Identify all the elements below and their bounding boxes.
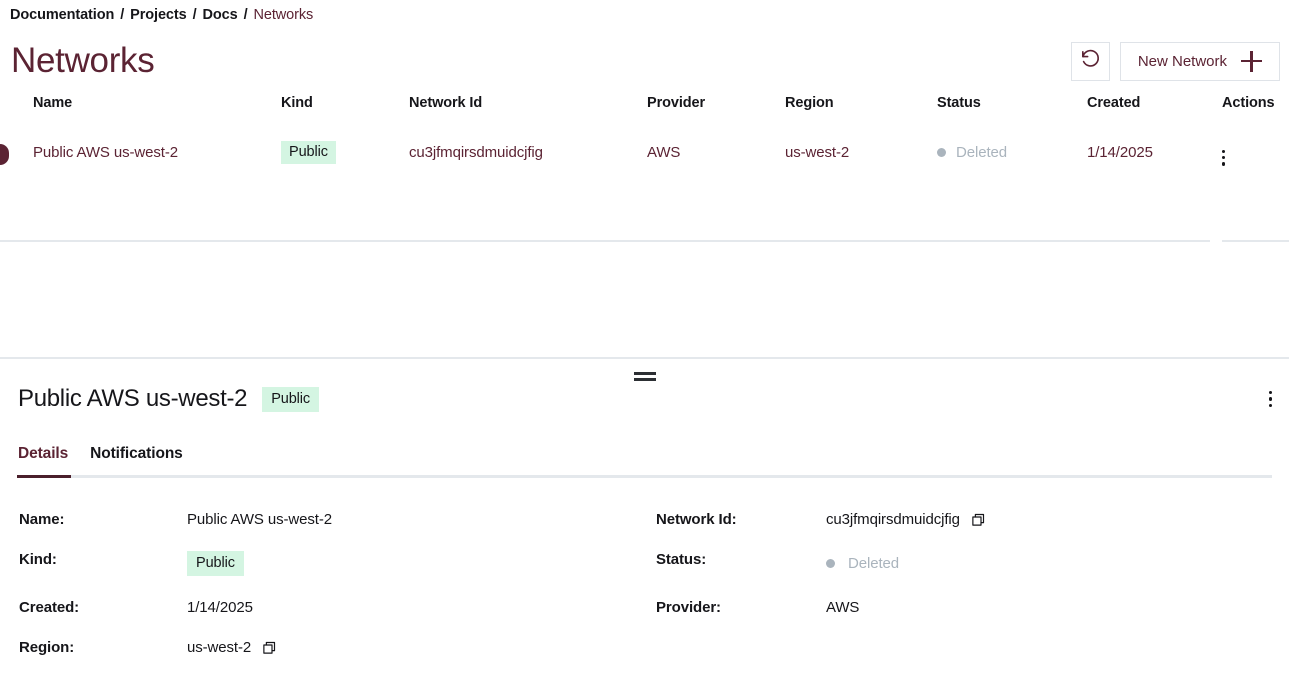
column-header-kind[interactable]: Kind — [281, 95, 313, 111]
status-badge: Deleted — [956, 144, 1008, 162]
column-header-created[interactable]: Created — [1087, 95, 1141, 111]
field-value-network-id-text: cu3jfmqirsdmuidcjfig — [826, 511, 960, 528]
table-row[interactable]: Public AWS us-west-2 Public cu3jfmqirsdm… — [0, 127, 1289, 180]
cell-actions — [1222, 127, 1289, 180]
field-label-region: Region: — [19, 639, 75, 656]
refresh-icon — [1079, 47, 1102, 75]
detail-tabs: Details Notifications — [17, 445, 1272, 478]
detail-kind-badge: Public — [262, 386, 320, 412]
copy-icon[interactable] — [262, 640, 277, 655]
field-value-network-id: cu3jfmqirsdmuidcjfig — [826, 511, 1272, 528]
field-value-region: us-west-2 — [187, 639, 656, 656]
kind-badge: Public — [281, 141, 336, 165]
cell-network-id: cu3jfmqirsdmuidcjfig — [409, 144, 543, 162]
networks-table-area: Name Kind Network Id Provider Region Sta… — [0, 89, 1289, 357]
column-header-name[interactable]: Name — [33, 95, 73, 111]
field-value-kind: Public — [187, 551, 656, 576]
detail-panel: Public AWS us-west-2 Public Details Noti… — [0, 359, 1289, 656]
detail-title: Public AWS us-west-2 — [18, 385, 248, 412]
copy-icon[interactable] — [971, 512, 986, 527]
table-header-rule-actions — [1222, 240, 1289, 242]
column-header-status[interactable]: Status — [937, 95, 981, 111]
row-kebab-menu-icon[interactable] — [1222, 149, 1226, 166]
kind-badge: Public — [187, 551, 244, 576]
field-label-kind: Kind: — [19, 551, 57, 568]
field-label-name: Name: — [19, 511, 65, 528]
column-header-region[interactable]: Region — [785, 95, 834, 111]
field-value-status: Deleted — [826, 551, 1272, 576]
status-dot-icon — [937, 148, 946, 158]
breadcrumb-item-projects[interactable]: Projects — [130, 7, 187, 23]
tabs-rule — [17, 475, 1272, 478]
plus-icon — [1241, 50, 1262, 72]
tab-details[interactable]: Details — [18, 445, 69, 462]
breadcrumb: Documentation / Projects / Docs / Networ… — [0, 0, 1289, 23]
active-tab-underline — [17, 475, 71, 478]
breadcrumb-item-documentation[interactable]: Documentation — [10, 7, 115, 23]
breadcrumb-item-docs[interactable]: Docs — [202, 7, 238, 23]
cell-provider: AWS — [647, 144, 681, 162]
field-spacer — [826, 639, 1272, 656]
field-value-status-text: Deleted — [848, 555, 900, 572]
field-label-created: Created: — [19, 599, 80, 616]
status-dot-icon — [826, 559, 835, 568]
field-value-provider: AWS — [826, 599, 860, 616]
column-header-network-id[interactable]: Network Id — [409, 95, 483, 111]
refresh-button[interactable] — [1070, 41, 1110, 81]
cell-kind: Public — [281, 127, 409, 180]
cell-region: us-west-2 — [785, 144, 850, 162]
cell-name: Public AWS us-west-2 — [0, 127, 281, 180]
breadcrumb-separator: / — [192, 7, 197, 23]
tab-notifications[interactable]: Notifications — [90, 445, 183, 462]
column-header-actions: Actions — [1222, 95, 1275, 111]
table-header: Name Kind Network Id Provider Region Sta… — [0, 89, 1289, 127]
detail-fields: Name: Public AWS us-west-2 Network Id: c… — [17, 511, 1272, 656]
breadcrumb-separator: / — [243, 7, 248, 23]
field-label-provider: Provider: — [656, 599, 721, 616]
new-network-label: New Network — [1137, 52, 1227, 70]
new-network-button[interactable]: New Network — [1119, 41, 1280, 81]
cell-name-text: Public AWS us-west-2 — [33, 144, 178, 162]
field-label-network-id: Network Id: — [656, 511, 737, 528]
field-spacer — [656, 639, 826, 656]
detail-header: Public AWS us-west-2 Public — [17, 359, 1272, 413]
breadcrumb-item-networks[interactable]: Networks — [253, 7, 314, 23]
page-header: Networks New Network — [0, 23, 1289, 89]
detail-kebab-menu-icon[interactable] — [1268, 390, 1272, 408]
networks-table: Name Kind Network Id Provider Region Sta… — [0, 89, 1289, 180]
field-value-region-text: us-west-2 — [187, 639, 252, 656]
header-actions: New Network — [1070, 41, 1280, 81]
row-selected-indicator — [0, 144, 9, 166]
table-header-rule — [0, 240, 1210, 242]
breadcrumb-separator: / — [120, 7, 125, 23]
cell-created: 1/14/2025 — [1087, 144, 1153, 162]
panel-resizer[interactable] — [0, 357, 1289, 381]
field-value-name: Public AWS us-west-2 — [187, 511, 332, 528]
column-header-provider[interactable]: Provider — [647, 95, 706, 111]
field-label-status: Status: — [656, 551, 707, 568]
resize-handle-icon[interactable] — [633, 372, 656, 381]
field-value-created: 1/14/2025 — [187, 599, 253, 616]
cell-status: Deleted — [937, 127, 1087, 180]
table-body: Public AWS us-west-2 Public cu3jfmqirsdm… — [0, 127, 1289, 180]
page-title: Networks — [11, 40, 155, 80]
